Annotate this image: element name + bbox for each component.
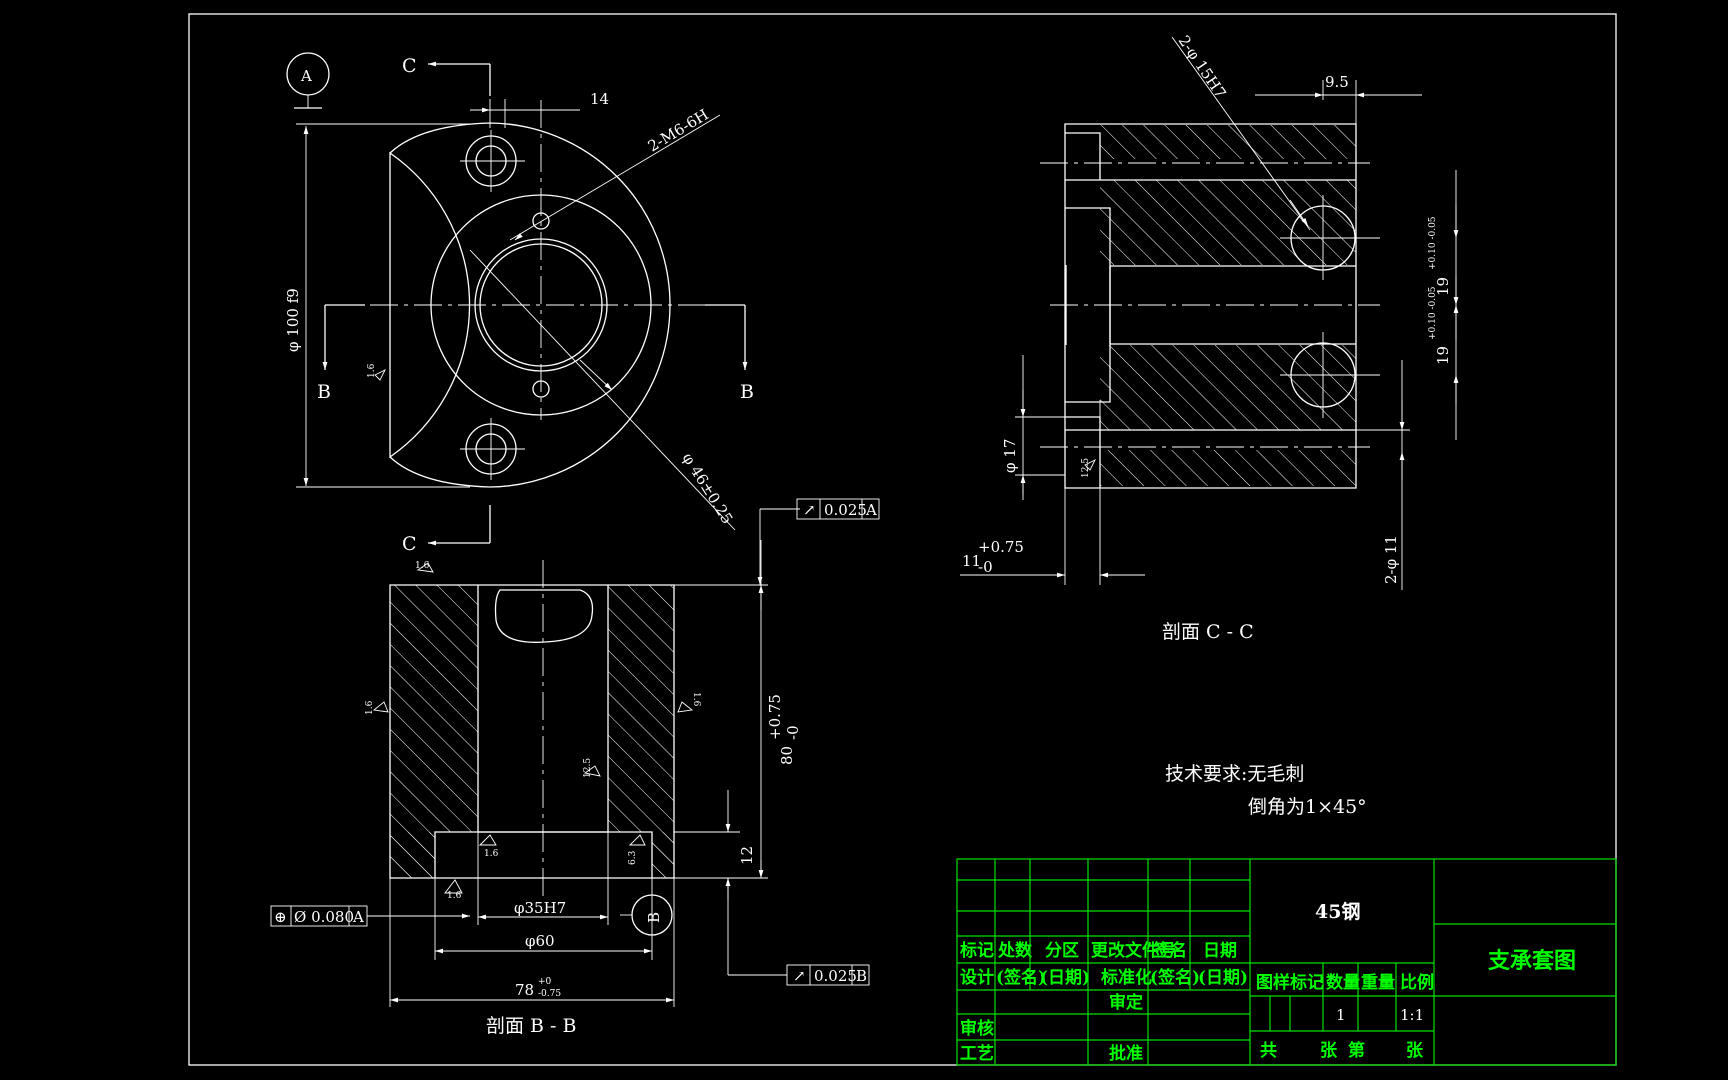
roughness-2: 1.6 [415,561,430,571]
roughness-1: 1.6 [367,363,377,378]
roughness-4: 1.6 [691,692,701,707]
dim-12: 12 [738,846,756,865]
tb-sheet-total: 共 [1260,1041,1277,1061]
tol-perp-bot-symbol: ↗ [793,967,806,985]
section-c-bottom-label: C [402,533,417,555]
dim-80-tol-up: +0.75 [766,694,784,740]
note-chamfer: 倒角为1×45° [1248,796,1367,818]
tb-design-sign: (签名) [996,967,1046,988]
title-block [956,858,1617,1066]
tb-header-count: 处数 [997,940,1033,961]
tb-check: 审核 [960,1018,994,1039]
dim-11: 11 [962,552,981,570]
dim-9-5: 9.5 [1325,73,1349,91]
dim-19-tol-b: +0.10 -0.05 [1428,286,1438,340]
tol-position-value: Ø 0.080 [294,908,354,926]
tol-frame-perp-bot [786,964,870,986]
section-bb-title: 剖面 B - B [486,1015,576,1037]
dim-2phi11: 2-φ 11 [1382,535,1400,584]
tb-sheet-index: 第 [1348,1040,1365,1061]
dim-78-tol-dn: -0.75 [538,989,561,999]
dim-dia46: φ 46±0.25 [679,450,737,528]
tol-perp-top-value: 0.025 [824,501,867,519]
tb-sheet-unit-1: 张 [1320,1041,1338,1061]
tb-sheet-unit-2: 张 [1406,1041,1424,1061]
dim-14: 14 [590,90,609,108]
tb-design: 设计 [960,967,994,988]
tb-design-date: (日期) [1040,968,1090,988]
dim-78-tol-up: +0 [538,977,552,987]
tol-perp-bot-value: 0.025 [814,967,857,985]
dim-19-tol-a: +0.10 -0.05 [1428,216,1438,270]
tb-material: 45钢 [1315,901,1360,923]
tol-frame-perp-top [796,498,880,520]
dim-11-tol-dn: -0 [978,558,993,576]
tb-approve: 批准 [1109,1043,1143,1064]
tb-attr-weight: 重量 [1361,972,1395,993]
tb-std-date: (日期) [1198,968,1248,988]
tb-std-sign: (签名) [1150,967,1200,988]
dim-19-a: 19 [1434,277,1452,296]
tb-header-zone: 分区 [1045,941,1079,961]
dim-dia60: φ60 [525,932,555,950]
section-b-left-label: B [317,381,331,403]
roughness-6: 1.6 [447,891,462,901]
dim-78: 78 [515,981,534,999]
dim-dia17: φ 17 [1001,439,1019,473]
drawing-border [188,13,1617,1066]
tb-drawing-name: 支承套图 [1488,948,1576,974]
section-b-right-label: B [740,381,754,403]
tb-review: 审定 [1109,992,1143,1013]
tol-perp-bot-datum: B [856,967,867,985]
datum-b-label: B [645,912,663,923]
section-bb-view [367,508,800,1007]
tol-position-symbol: ⊕ [274,908,287,926]
tb-attr-drawing-mark: 图样标记 [1256,972,1324,993]
tb-attr-scale: 比例 [1400,972,1434,993]
tol-position-datum: A [352,908,364,926]
roughness-7: 12.5 [1081,458,1091,478]
tb-scale-value: 1:1 [1400,1006,1424,1024]
dim-thread: 2-M6-6H [645,105,712,155]
roughness-5: 1.6 [484,849,499,859]
datum-a-label: A [300,67,312,85]
roughness-8: 6.3 [628,850,638,865]
roughness-9: 12.5 [583,758,593,778]
dim-19-b: 19 [1434,346,1452,365]
tb-header-date: 日期 [1203,941,1237,961]
tb-attr-quantity: 数量 [1326,972,1360,993]
tb-header-sign: 签名 [1152,940,1187,961]
dim-dia35: φ35H7 [514,899,566,917]
front-view [286,52,748,546]
tol-perp-top-datum: A [865,501,877,519]
section-cc-view [960,36,1459,590]
note-requirements: 技术要求:无毛刺 [1165,763,1304,785]
tb-header-mark: 标记 [960,940,994,961]
tol-frame-position [270,905,368,927]
section-c-top-label: C [402,55,417,77]
dim-dia100: φ 100 f9 [284,288,302,352]
tb-process: 工艺 [960,1043,994,1064]
tb-header-change-doc: 更改文件号 [1091,940,1176,961]
dim-80-tol-dn: -0 [784,725,802,740]
dim-11-tol-up: +0.75 [978,538,1024,556]
roughness-3: 1.6 [365,700,375,715]
dim-2phi15: 2-φ 15H7 [1175,32,1230,101]
dim-80: 80 [778,746,796,765]
section-cc-title: 剖面 C - C [1162,621,1254,643]
tb-standardize: 标准化 [1101,967,1152,988]
tb-quantity-value: 1 [1336,1006,1346,1024]
tol-perp-top-symbol: ↗ [803,501,816,519]
